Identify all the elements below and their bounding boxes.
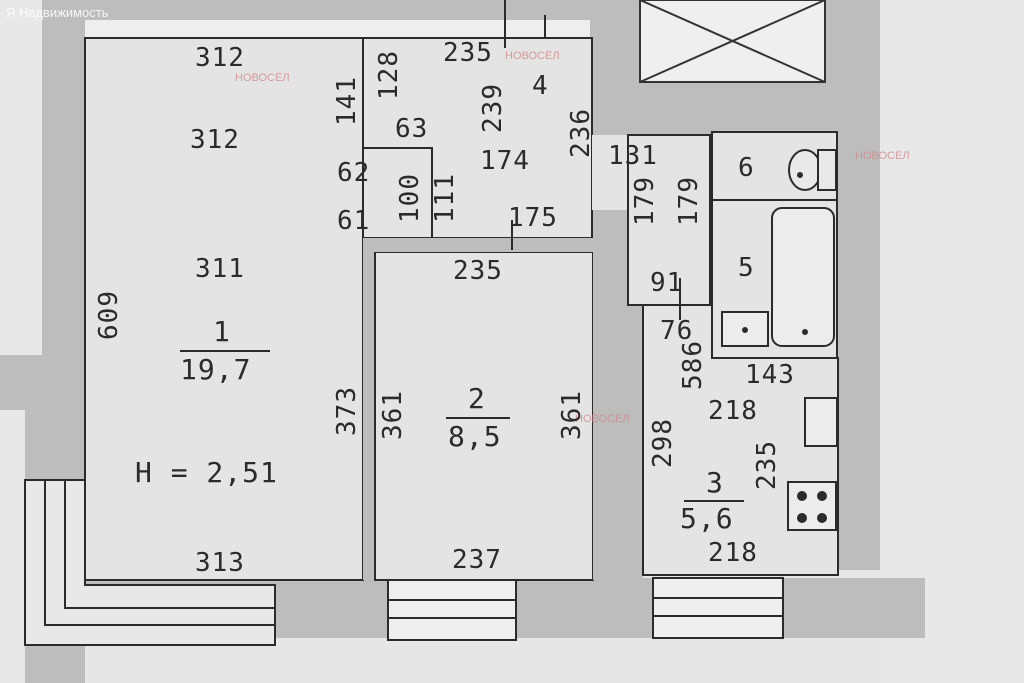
dim-label: 62 — [337, 158, 371, 188]
dim-label: 298 — [647, 418, 678, 468]
dim-label: 175 — [508, 203, 558, 233]
room-6-number: 6 — [738, 153, 755, 183]
room-5-number: 5 — [738, 253, 755, 283]
dim-label: 361 — [377, 390, 408, 440]
room-3-number: 3 — [706, 466, 724, 499]
corridor — [592, 135, 632, 210]
room-1 — [84, 37, 364, 581]
dim-label: 373 — [331, 386, 362, 436]
dim-label: 235 — [453, 256, 503, 286]
dim-label: 237 — [452, 545, 502, 575]
balcony — [24, 479, 276, 646]
dim-label: 361 — [556, 390, 587, 440]
room-1-area: 19,7 — [180, 353, 252, 386]
room-2-number: 2 — [468, 382, 486, 415]
dim-label: 313 — [195, 548, 245, 578]
watermark: НОВОСЁЛ — [575, 413, 630, 425]
right-wall — [838, 130, 880, 570]
dim-label: 100 — [394, 173, 425, 223]
dim-label: 131 — [608, 141, 658, 171]
kitchen-sink-icon — [804, 397, 838, 447]
window-kitchen — [652, 577, 784, 639]
dim-label: 91 — [650, 268, 684, 298]
brand-logo: Я Недвижимость — [6, 5, 109, 20]
dim-label: 63 — [395, 114, 429, 144]
dim-label: 312 — [195, 43, 245, 73]
watermark: НОВОСЁЛ — [235, 72, 290, 84]
watermark: НОВОСЁЛ — [505, 50, 560, 62]
room-2-area: 8,5 — [448, 420, 502, 453]
dim-label: 218 — [708, 538, 758, 568]
dim-label: 111 — [429, 173, 460, 223]
bathtub-icon — [771, 207, 835, 347]
ceiling-height: Н = 2,51 — [135, 456, 278, 489]
watermark: НОВОСЁЛ — [855, 150, 910, 162]
dim-label: 236 — [565, 108, 596, 158]
dim-label: 174 — [480, 146, 530, 176]
dim-label: 235 — [751, 440, 782, 490]
dim-label: 76 — [660, 316, 694, 346]
stove-icon — [787, 481, 837, 531]
dim-label: 128 — [373, 50, 404, 100]
dim-label: 141 — [331, 76, 362, 126]
room-3-area: 5,6 — [680, 502, 734, 535]
dim-label: 239 — [477, 83, 508, 133]
room-4-number: 4 — [532, 71, 549, 101]
dim-label: 179 — [673, 176, 704, 226]
dim-label: 312 — [190, 125, 240, 155]
dim-label: 218 — [708, 396, 758, 426]
window-room-2 — [387, 579, 517, 641]
dim-label: 235 — [443, 38, 493, 68]
dim-label: 143 — [745, 360, 795, 390]
dim-label: 179 — [629, 176, 660, 226]
toilet-icon — [788, 149, 822, 191]
room-1-number: 1 — [213, 315, 231, 348]
dim-label: 311 — [195, 254, 245, 284]
dim-label: 609 — [93, 290, 124, 340]
dim-label: 61 — [337, 206, 371, 236]
room-2 — [374, 251, 594, 581]
dim-label: 586 — [677, 340, 708, 390]
